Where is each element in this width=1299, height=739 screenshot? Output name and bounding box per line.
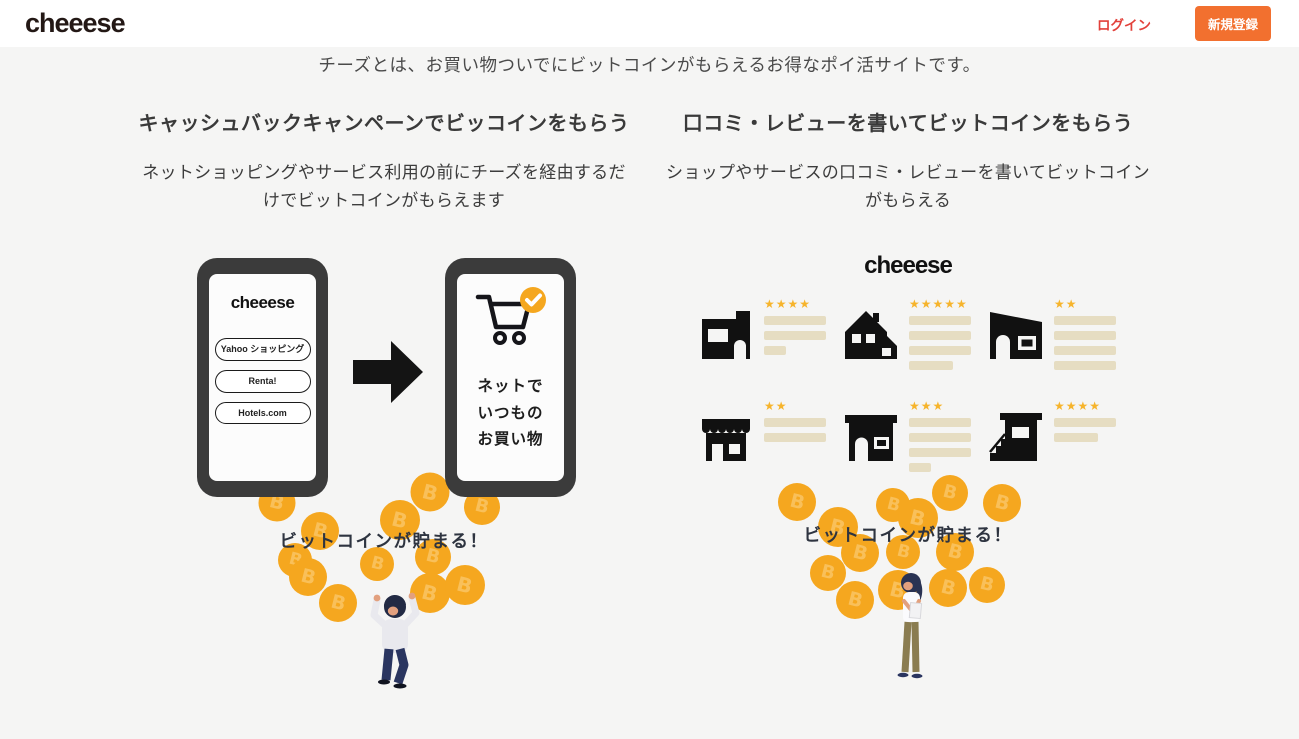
feature-columns: キャッシュバックキャンペーンでビッコインをもらう ネットショッピングやサービス利…: [122, 110, 1170, 710]
review-title: 口コミ・レビューを書いてビットコインをもらう: [682, 113, 1134, 135]
cashback-title: キャッシュバックキャンペーンでビッコインをもらう: [138, 113, 630, 135]
shop-button: Renta!: [214, 369, 311, 393]
star-rating: ★★★★: [764, 297, 812, 312]
shop-step-icon: [698, 305, 754, 366]
review-item: ★★★: [843, 399, 977, 473]
shop-button: Yahoo ショッピング: [214, 338, 311, 361]
bitcoin-coin-icon: B: [319, 584, 357, 623]
phone-cheeese-app: cheeese Yahoo ショッピング Renta! Hotels.com: [197, 258, 328, 498]
coins-caption: ビットコインが貯まる！: [803, 525, 1013, 546]
cashback-section: キャッシュバックキャンペーンでビッコインをもらう ネットショッピングやサービス利…: [122, 110, 646, 710]
review-text-placeholder: [909, 316, 971, 326]
review-text-placeholder: [909, 463, 931, 473]
person-celebrating-illustration: [365, 583, 425, 702]
login-link[interactable]: ログイン: [1096, 17, 1151, 33]
phone-shopping: ネットでいつものお買い物: [445, 258, 576, 498]
bitcoin-coin-icon: B: [969, 567, 1005, 604]
bitcoin-coin-icon: B: [301, 512, 339, 551]
cheeese-logo: cheeese: [864, 252, 953, 280]
header-actions: ログイン 新規登録: [1097, 6, 1271, 41]
review-text-placeholder: [764, 418, 826, 428]
review-item: ★★★★: [698, 298, 832, 366]
signup-button[interactable]: 新規登録: [1194, 6, 1271, 41]
review-item: ★★★★: [988, 400, 1122, 468]
star-rating: ★★: [764, 399, 788, 414]
bitcoin-coin-icon: B: [380, 500, 420, 541]
star-rating: ★★★: [909, 399, 945, 414]
shop-button-list: Yahoo ショッピング Renta! Hotels.com: [209, 338, 316, 425]
house-icon: [843, 305, 899, 366]
bitcoin-coin-icon: B: [778, 483, 816, 522]
bitcoin-coin-icon: B: [886, 535, 920, 570]
star-rating: ★★★★: [1054, 399, 1102, 414]
phone-app-logo: cheeese: [230, 293, 295, 313]
phone-shopping-text-line: お買い物: [477, 431, 544, 449]
review-text-placeholder: [764, 433, 826, 443]
bitcoin-coin-icon: B: [810, 555, 846, 592]
bitcoin-coin-icon: B: [289, 558, 327, 597]
bitcoin-coin-icon: B: [929, 569, 967, 608]
bitcoin-coin-icon: B: [836, 581, 874, 620]
cashback-description: ネットショッピングやサービス利用の前にチーズを経由するだけでビットコインがもらえ…: [142, 163, 626, 210]
review-text-placeholder: [909, 346, 971, 356]
bitcoin-coin-icon: B: [445, 565, 485, 606]
review-text-placeholder: [1054, 346, 1116, 356]
review-text-placeholder: [909, 433, 971, 443]
review-text-placeholder: [1054, 316, 1116, 326]
shop-slant-icon: [988, 305, 1044, 366]
review-text-placeholder: [764, 331, 826, 341]
bitcoin-coin-icon: B: [360, 547, 394, 582]
shop-button: Hotels.com: [214, 401, 311, 425]
coins-caption: ビットコインが貯まる！: [279, 531, 489, 552]
bitcoin-coin-icon: B: [983, 484, 1021, 523]
bitcoin-coin-icon: B: [410, 472, 450, 512]
review-item: ★★: [698, 400, 832, 468]
phone-screen: cheeese Yahoo ショッピング Renta! Hotels.com: [209, 274, 316, 482]
bitcoin-coin-icon: B: [415, 539, 451, 576]
bitcoin-coin-icon: B: [898, 498, 938, 539]
review-text-placeholder: [909, 418, 971, 428]
cart-check-icon: [473, 287, 549, 356]
review-text-placeholder: [1054, 361, 1116, 371]
review-item: ★★★★★: [843, 297, 977, 371]
star-rating: ★★★★★: [909, 297, 968, 312]
bitcoin-coin-icon: B: [841, 534, 879, 573]
phone-shopping-text: ネットでいつものお買い物: [457, 374, 564, 454]
phone-shopping-text-line: ネットで: [477, 378, 544, 396]
phone-shopping-text-line: いつもの: [477, 404, 544, 422]
review-description: ショップやサービスの口コミ・レビューを書いてビットコインがもらえる: [666, 163, 1150, 210]
review-text-placeholder: [909, 361, 953, 371]
review-text-placeholder: [909, 331, 971, 341]
header: cheeese ログイン 新規登録: [0, 0, 1299, 47]
stairs-house-icon: [988, 407, 1044, 468]
review-text-placeholder: [764, 316, 826, 326]
review-item: ★★: [988, 297, 1122, 371]
storefront-icon: [843, 407, 899, 468]
review-text-placeholder: [764, 346, 786, 356]
review-text-placeholder: [1054, 433, 1098, 443]
phone-screen: ネットでいつものお買い物: [457, 274, 564, 482]
bitcoin-coin-icon: B: [936, 533, 974, 572]
person-reading-illustration: [890, 570, 934, 701]
review-text-placeholder: [909, 448, 971, 458]
awning-store-icon: [698, 407, 754, 468]
bitcoin-coin-icon: B: [932, 475, 968, 512]
tagline: チーズとは、お買い物ついでにビットコインがもらえるお得なポイ活サイトです。: [318, 55, 981, 75]
site-logo[interactable]: cheeese: [25, 8, 126, 38]
review-text-placeholder: [1054, 418, 1116, 428]
review-text-placeholder: [1054, 331, 1116, 341]
arrow-right-icon: [353, 336, 423, 413]
star-rating: ★★: [1054, 297, 1078, 312]
review-section: 口コミ・レビューを書いてビットコインをもらう ショップやサービスの口コミ・レビュ…: [646, 110, 1170, 710]
